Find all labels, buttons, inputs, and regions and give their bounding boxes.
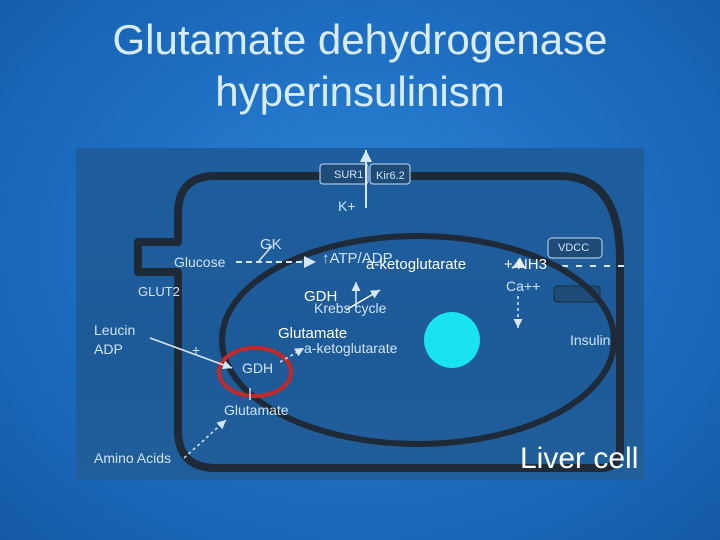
- kir-label: Kir6.2: [376, 170, 405, 182]
- glut2-label: GLUT2: [138, 284, 180, 299]
- nucleus: [424, 312, 480, 368]
- glucose-label: Glucose: [174, 254, 226, 270]
- liver-cell-caption: Liver cell: [520, 442, 639, 475]
- diagram-panel: [76, 148, 644, 480]
- glutamate-reaction-label: Glutamate: [278, 325, 348, 342]
- gdh-enzyme-label: GDH: [242, 360, 274, 376]
- sur1-channel: [319, 163, 369, 185]
- insulin-label: Insulin: [570, 332, 611, 348]
- title-line-1: Glutamate dehydrogenase: [112, 16, 608, 63]
- vdcc-label: VDCC: [558, 242, 590, 254]
- amino-acids-label: Amino Acids: [94, 450, 172, 466]
- title-line-2: hyperinsulinism: [215, 68, 505, 115]
- slide-title: Glutamate dehydrogenase hyperinsulinism: [0, 14, 720, 118]
- atp-adp-label: ↑ATP/ADP: [322, 250, 393, 267]
- kir-channel: [369, 163, 411, 185]
- adp-label: ADP: [94, 341, 123, 357]
- vdcc-channel: [547, 237, 603, 259]
- amino-acid-arrow: [183, 419, 227, 459]
- alpha-kg-inner-label: a-ketoglutarate: [304, 340, 398, 356]
- gk-pointer: [257, 245, 273, 263]
- sur1-label: SUR1: [334, 169, 364, 181]
- plus-nh3-label: + NH3: [504, 256, 547, 273]
- ca-label: Ca++: [506, 278, 541, 294]
- gdh-reaction-arrow: [345, 289, 381, 311]
- krebs-cycle-label: Krebs cycle: [314, 300, 387, 316]
- plus-sign: +: [192, 342, 201, 358]
- gdh-to-akg-arrow: [279, 347, 305, 363]
- leucin-arrow: [149, 337, 233, 370]
- alpha-kg-reaction-label: a-ketoglutarate: [366, 256, 467, 273]
- vdcc-pointer: [511, 257, 526, 269]
- cell-membrane: [134, 172, 624, 472]
- glutamate-lower-label: Glutamate: [224, 402, 289, 418]
- gdh-reaction-label: GDH: [304, 288, 338, 305]
- k-plus-label: K+: [338, 198, 356, 214]
- mitochondrion: [219, 233, 617, 447]
- gdh-highlight-circle: [217, 346, 293, 398]
- leucin-label: Leucin: [94, 322, 136, 338]
- gk-label: GK: [260, 236, 282, 253]
